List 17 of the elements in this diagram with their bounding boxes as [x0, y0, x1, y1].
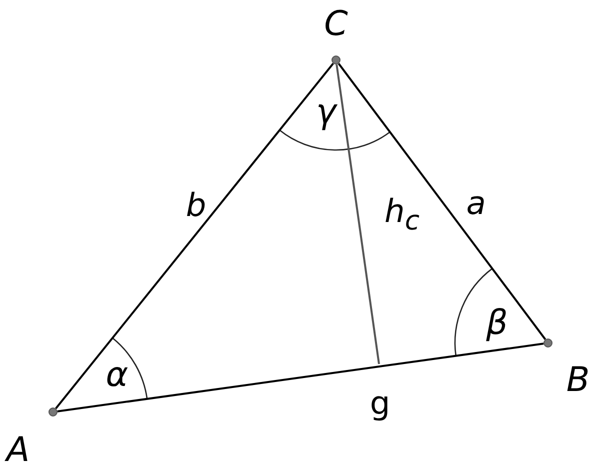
- side-label: a: [466, 187, 486, 219]
- vertex-point: [544, 338, 552, 348]
- side-label: b: [186, 189, 206, 221]
- side-label: h$_{c}$: [384, 194, 420, 236]
- vertex-label: B: [566, 363, 590, 397]
- angle-label: γ: [316, 95, 336, 129]
- altitude-line: [336, 64, 380, 364]
- side-label: g: [370, 387, 390, 419]
- angle-label: β: [486, 306, 508, 340]
- triangle-side: [55, 62, 334, 410]
- vertex-point: [48, 408, 58, 416]
- vertex-point: [332, 56, 340, 64]
- triangle-side: [57, 342, 544, 412]
- vertex-label: A: [6, 433, 30, 467]
- triangle-side: [338, 63, 546, 340]
- vertex-label: C: [324, 7, 348, 41]
- angle-label: α: [106, 358, 128, 392]
